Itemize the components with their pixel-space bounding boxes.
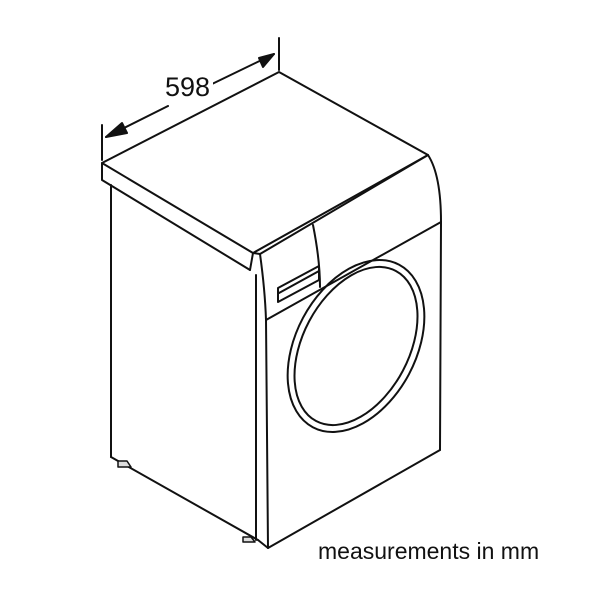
width-dimension-label: 598: [162, 72, 214, 102]
control-panel: [253, 155, 441, 320]
units-caption: measurements in mm: [318, 538, 540, 564]
front-panel: [258, 222, 441, 548]
feet: [118, 461, 255, 542]
side-panel: [111, 185, 258, 540]
door: [260, 237, 452, 456]
top-panel: [102, 72, 428, 270]
dimension-line: [102, 38, 279, 160]
